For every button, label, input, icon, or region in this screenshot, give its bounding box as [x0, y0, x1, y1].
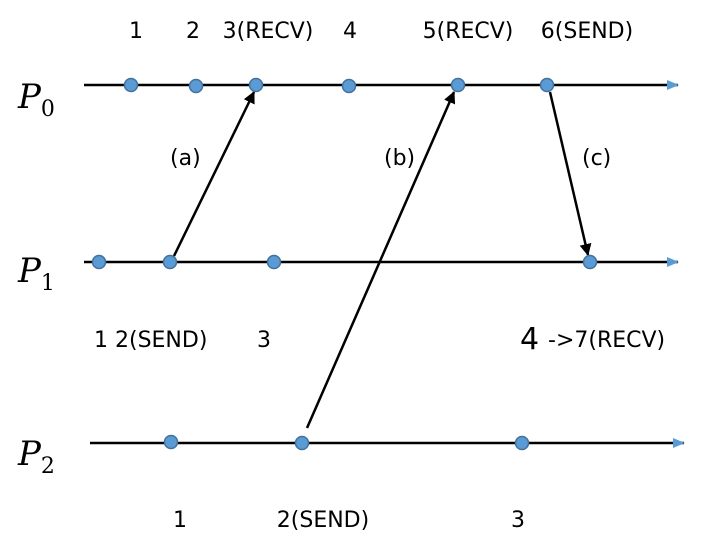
process-label-p1: P1 [17, 251, 55, 296]
event-dot-p1-3 [266, 254, 282, 270]
event-dot-p2-2 [294, 435, 310, 451]
event-label-p0-5: 5(RECV) [423, 19, 514, 44]
event-label-p0-3: 3(RECV) [223, 19, 314, 44]
event-dot-p1-1 [91, 254, 107, 270]
event-label-p0-2: 2 [186, 19, 200, 44]
event-dot-p0-6 [539, 77, 555, 93]
event-label-p0-1: 1 [129, 19, 143, 44]
event-dot-p2-3 [514, 435, 530, 451]
event-dot-p0-5 [450, 77, 466, 93]
event-label-p2-3: 3 [511, 508, 525, 533]
message-label-b: (b) [384, 146, 415, 171]
event-label-p2-1: 1 [173, 508, 187, 533]
event-dot-p1-4 [582, 254, 598, 270]
event-label-p1-4-update: ->7(RECV) [548, 328, 665, 353]
event-label-p0-4: 4 [343, 19, 357, 44]
event-label-p0-6: 6(SEND) [541, 19, 633, 44]
process-label-p2: P2 [17, 434, 55, 479]
process-label-p0: P0 [17, 77, 55, 122]
event-label-p2-2: 2(SEND) [277, 508, 369, 533]
message-arrow-a [172, 91, 256, 257]
event-dot-p2-1 [163, 434, 179, 450]
event-dot-p0-2 [188, 78, 204, 94]
event-label-p1-4: 4 [520, 322, 539, 357]
event-dot-p0-4 [341, 78, 357, 94]
event-dot-p0-1 [123, 77, 139, 93]
message-arrow-c [548, 91, 592, 256]
message-arrow-b [305, 91, 456, 429]
event-dot-p0-3 [248, 77, 264, 93]
event-label-p1-row: 1 2(SEND) [94, 328, 207, 353]
message-label-a: (a) [170, 146, 201, 171]
event-dot-p1-2 [162, 254, 178, 270]
message-label-c: (c) [582, 146, 611, 171]
event-label-p1-3: 3 [257, 328, 271, 353]
